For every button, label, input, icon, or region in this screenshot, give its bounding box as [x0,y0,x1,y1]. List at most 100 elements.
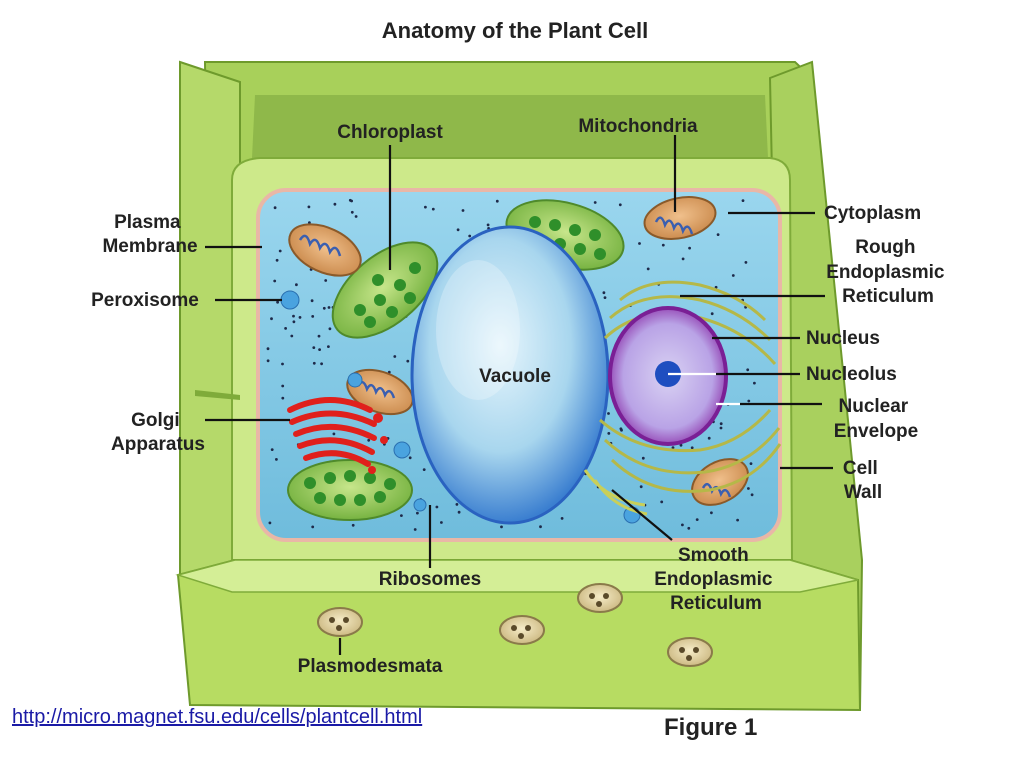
labels: Chloroplast Mitochondria Plasma Membrane… [91,116,950,677]
plasmodesma-2 [577,583,623,613]
ribosome-dot [719,426,723,430]
label-mitochondria: Mitochondria [578,116,698,137]
ribosome-dot [268,521,272,525]
ribosome-dot [486,223,490,227]
label-cell-wall: Cell Wall [843,458,883,503]
label-plasmodesmata: Plasmodesmata [298,656,443,677]
ribosome-dot [318,348,321,351]
ribosome-dot [710,511,713,515]
mitochondrion-top-left [288,223,362,277]
label-smooth-er: Smooth Endoplasmic Reticulum [654,545,778,614]
ribosome-dot [455,503,459,506]
ribosome-dot [324,279,328,282]
plasmodesma-4 [667,637,713,667]
ribosome-dot [639,485,643,489]
ribosome-dot [400,514,403,517]
ribosome-dot [266,347,270,351]
ribosome-dot [500,525,503,529]
ribosome-dot [295,283,298,287]
label-nucleus: Nucleus [806,328,880,349]
ribosome-dot [435,505,439,509]
ribosome-dot [456,228,460,232]
chloroplast-bottom [287,459,413,521]
ribosome-dot [422,468,426,471]
label-nucleolus: Nucleolus [806,364,897,385]
ribosome-dot [750,493,754,497]
ribosome-dot [749,462,753,465]
ribosome-dot [747,487,750,490]
ribosome-dot [320,362,323,366]
ribosome-dot [671,446,675,449]
ribosome-dot [333,202,337,206]
ribosome-dot [408,456,412,460]
leader-smooth-er [611,489,673,541]
ribosome-dot [646,267,650,271]
ribosome-dot [292,320,296,324]
ribosome-dot [603,296,607,299]
ribosome-dot [424,205,427,209]
ribosome-dot [273,279,277,283]
ribosome-dot [690,446,694,450]
ribosome-dot [308,221,311,225]
ribosome-dot [298,316,302,319]
label-chloroplast: Chloroplast [337,122,443,143]
figure-caption: Figure 1 [664,714,758,741]
label-plasma-membrane: Plasma Membrane [102,212,197,257]
ribosome-dot [276,300,279,304]
ribosome-dot [661,243,665,247]
ribosome-dot [413,528,417,531]
ribosome-dot [327,345,330,348]
leader-lines [205,135,833,655]
ribosome-dot [714,285,718,289]
ribosome-dot [744,261,748,264]
peroxisomes [280,290,641,524]
ribosome-dot [270,317,273,321]
ribosome-dot [716,233,720,237]
ribosome-dot [747,399,751,403]
vacuole [410,225,610,525]
label-ribosomes: Ribosomes [379,569,481,590]
ribosome-dot [266,359,270,363]
label-peroxisome: Peroxisome [91,290,199,311]
ribosome-dot [539,525,542,529]
cell-wall-left-cut [195,390,240,400]
ribosome-dot [307,205,311,209]
ribosome-dot [270,448,274,451]
ribosome-dot [641,456,645,460]
ribosome-dot [311,525,315,529]
ribosome-dot [695,518,699,521]
label-nuclear-envelope: Nuclear Envelope [834,396,918,442]
ribosome-dot [332,432,336,436]
ribosome-dot [312,361,316,365]
label-cytoplasm: Cytoplasm [824,203,921,224]
ribosome-dot [406,359,410,363]
ribosome-dot [719,422,723,426]
ribosome-dot [311,315,315,318]
ribosome-dot [681,257,685,261]
ribosome-dot [440,521,443,524]
ribosome-dot [593,201,597,204]
ribosome-dot [350,199,353,203]
ribosome-dot [312,346,316,349]
ribosome-dot [328,327,332,331]
ribosome-dot [317,334,321,338]
vacuole-highlight [436,260,520,400]
label-golgi: Golgi Apparatus [111,410,205,455]
ribosome-dot [292,314,295,318]
ribosome-dot [393,355,397,358]
ribosome-dot [618,203,622,207]
ribosome-dot [753,381,756,385]
ribosome-dot [354,215,358,218]
label-rough-er: Rough Endoplasmic Reticulum [826,237,950,307]
label-vacuole: Vacuole [479,366,551,387]
source-link[interactable]: http://micro.magnet.fsu.edu/cells/plantc… [12,706,423,728]
ribosome-dot [351,523,355,527]
ribosome-dot [281,396,285,400]
diagram-title: Anatomy of the Plant Cell [382,18,648,43]
plasmodesma-1 [317,607,363,637]
ribosome-dot [710,312,714,316]
ribosome-dot [275,258,279,262]
ribosome-dot [290,334,294,338]
plasmodesma-3 [499,615,545,645]
